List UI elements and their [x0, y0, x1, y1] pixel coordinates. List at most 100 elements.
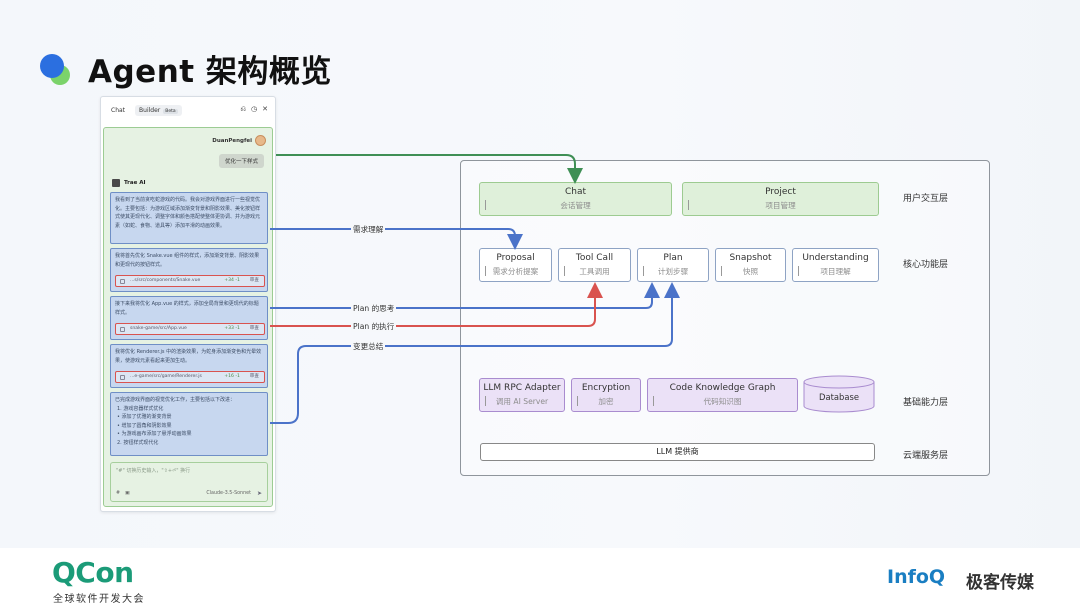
database-cylinder: Database [803, 375, 875, 413]
llm-rpc-adapter-box: LLM RPC Adapter 调用 AI Server [479, 378, 565, 412]
box-title: Snapshot [729, 253, 772, 263]
ai-message-text: 我将优化 Renderer.js 中的渲染效果，为蛇身添加渐变色和光晕效果，使游… [115, 349, 262, 364]
database-label: Database [819, 392, 859, 402]
arrow-plan-thinking [270, 282, 660, 309]
arrow-user-to-chat [276, 154, 583, 184]
input-toolbar: # ▣ Claude-3.5-Sonnet ➤ [116, 490, 262, 497]
plan-box: Plan 计划步骤 [637, 248, 709, 282]
ai-message-text: 我看到了当前贪吃蛇游戏的代码。我会对游戏界面进行一些视觉优化。主要包括：为游戏区… [115, 197, 261, 229]
checkbox-icon [120, 279, 125, 284]
diff-stats: +16 -1 [224, 374, 240, 379]
qcon-subtitle: 全球软件开发大会 [53, 594, 145, 605]
ai-name: Trae AI [124, 180, 146, 186]
box-subtitle: 快照 [742, 267, 759, 276]
close-icon[interactable]: ✕ [262, 105, 268, 113]
file-path: ...e-game/src/game/Renderer.js [130, 374, 202, 379]
box-subtitle: 会话管理 [560, 201, 591, 210]
arrow-change-summary [270, 282, 680, 424]
box-title: Plan [663, 253, 683, 263]
ai-header: Trae AI [112, 179, 146, 187]
box-subtitle: 工具调用 [579, 267, 610, 276]
ai-message-app: 接下来我将优化 App.vue 的样式，添加全局背景和更现代的标题样式。 sna… [110, 296, 268, 340]
file-path: snake-game/src/App.vue [130, 326, 187, 331]
ai-message-renderer: 我将优化 Renderer.js 中的渲染效果，为蛇身添加渐变色和光晕效果，使游… [110, 344, 268, 388]
arrow-plan-execution [270, 282, 603, 327]
list-item: 2. 按钮样式现代化 [117, 439, 159, 446]
user-name: DuanPengfei [212, 138, 252, 144]
file-change-chip[interactable]: ...e-game/src/game/Renderer.js +16 -1 审查 [115, 371, 265, 383]
history-icon[interactable]: ⎌ [240, 105, 247, 113]
box-subtitle: 需求分析提案 [492, 267, 539, 276]
summary-intro: 已完成游戏界面的视觉优化工作，主要包括以下改进： [115, 397, 236, 403]
diff-stats: +33 -1 [224, 326, 240, 331]
diff-stats: +34 -1 [224, 278, 240, 283]
box-subtitle: 代码知识图 [703, 397, 742, 406]
box-title: LLM 提供商 [656, 447, 699, 456]
layer-label-core: 核心功能层 [903, 260, 949, 270]
ai-message-summary: 已完成游戏界面的视觉优化工作，主要包括以下改进： 1. 游戏容器样式优化 • 添… [110, 392, 268, 456]
project-box: Project 项目管理 [682, 182, 879, 216]
trae-logo-icon [112, 179, 120, 187]
tool-call-box: Tool Call 工具调用 [558, 248, 631, 282]
review-button[interactable]: 审查 [249, 326, 259, 331]
list-item: 1. 游戏容器样式优化 [117, 405, 164, 412]
box-title: Chat [564, 187, 587, 197]
tab-chat[interactable]: Chat [111, 106, 126, 114]
box-subtitle: 计划步骤 [657, 267, 689, 276]
page-title: Agent 架构概览 [88, 54, 332, 90]
ai-message-text: 我将首先优化 Snake.vue 组件的样式，添加渐变背景、阴影效果和更现代的按… [115, 253, 260, 268]
ai-message-snake: 我将首先优化 Snake.vue 组件的样式，添加渐变背景、阴影效果和更现代的按… [110, 248, 268, 292]
box-subtitle: 项目管理 [765, 201, 796, 210]
snapshot-box: Snapshot 快照 [715, 248, 786, 282]
arrow-label-change-summary: 变更总结 [351, 341, 386, 352]
image-icon[interactable]: ▣ [125, 491, 130, 496]
chat-input[interactable]: "#" 切换历史输入，"⇧+⏎" 换行 # ▣ Claude-3.5-Sonne… [110, 462, 268, 502]
publisher-name: 极客传媒 [966, 573, 1034, 593]
review-button[interactable]: 审查 [249, 278, 259, 283]
box-title: Understanding [802, 253, 869, 263]
arrow-label-plan-execution: Plan 的执行 [351, 321, 397, 332]
box-subtitle: 项目理解 [820, 267, 851, 276]
box-title: Tool Call [575, 253, 614, 263]
review-button[interactable]: 审查 [249, 374, 259, 379]
avatar [255, 135, 266, 146]
encryption-box: Encryption 加密 [571, 378, 641, 412]
send-icon[interactable]: ➤ [256, 490, 262, 497]
model-selector[interactable]: Claude-3.5-Sonnet [206, 491, 251, 496]
ai-message-intro: 我看到了当前贪吃蛇游戏的代码。我会对游戏界面进行一些视觉优化。主要包括：为游戏区… [110, 192, 268, 244]
box-title: LLM RPC Adapter [483, 383, 561, 393]
flow-arrows [270, 154, 680, 424]
footer-bar [0, 548, 1080, 610]
ai-message-text: 接下来我将优化 App.vue 的样式，添加全局背景和更现代的标题样式。 [115, 301, 259, 316]
box-title: Proposal [496, 253, 535, 263]
title-bullet-icon [40, 54, 70, 85]
infoq-logo: InfoQ [887, 566, 946, 588]
chat-conversation: DuanPengfei 优化一下样式 Trae AI 我看到了当前贪吃蛇游戏的代… [103, 127, 273, 507]
panel-toolbar: ⎌ ◷ ✕ [240, 105, 268, 114]
llm-provider-box: LLM 提供商 [480, 443, 875, 461]
layer-label-cloud: 云端服务层 [903, 451, 949, 461]
file-path: ...s/src/components/Snake.vue [130, 278, 201, 283]
understanding-box: Understanding 项目理解 [792, 248, 879, 282]
list-item: • 添加了优雅的渐变背景 [117, 414, 172, 421]
code-knowledge-graph-box: Code Knowledge Graph 代码知识图 [647, 378, 798, 412]
database-icon [803, 375, 875, 413]
checkbox-icon [120, 375, 125, 380]
beta-badge: Beta [163, 108, 178, 114]
qcon-logo: QCon [52, 556, 134, 589]
arrow-label-requirement: 需求理解 [351, 224, 386, 235]
box-title: Code Knowledge Graph [669, 383, 776, 393]
arrow-requirement [270, 228, 523, 250]
arrow-label-plan-thinking: Plan 的思考 [351, 303, 397, 314]
clock-icon[interactable]: ◷ [251, 105, 258, 113]
box-title: Project [765, 187, 796, 197]
file-change-chip[interactable]: ...s/src/components/Snake.vue +34 -1 审查 [115, 275, 265, 287]
checkbox-icon [120, 327, 125, 332]
tab-builder-label: Builder [139, 106, 161, 114]
hash-icon[interactable]: # [116, 491, 121, 496]
box-subtitle: 调用 AI Server [495, 397, 549, 406]
file-change-chip[interactable]: snake-game/src/App.vue +33 -1 审查 [115, 323, 265, 335]
